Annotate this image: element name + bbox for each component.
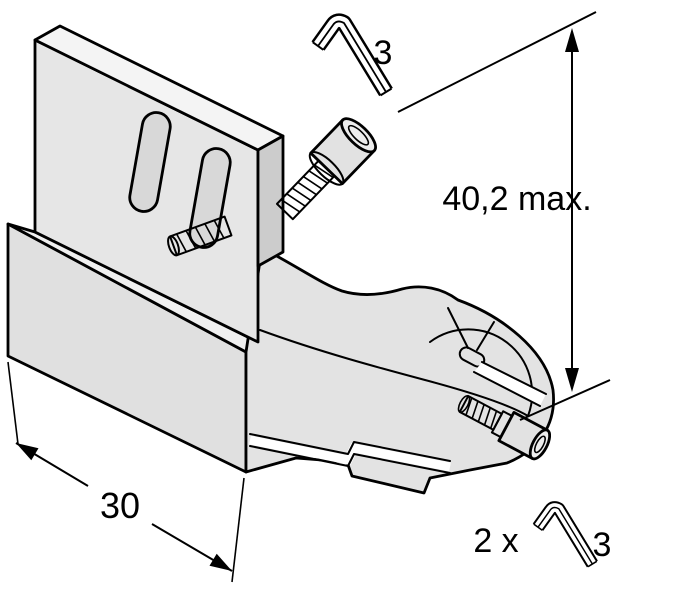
- cylinder-contour-line: [259, 329, 529, 417]
- plate-side-face: [256, 134, 285, 268]
- clamp-block: [244, 246, 555, 495]
- bracket-body: [6, 24, 555, 495]
- slit-channel-edge: [481, 361, 547, 395]
- slotted-hole: [128, 111, 172, 213]
- hex-key-quantity-label: 2 x: [473, 522, 518, 560]
- socket-recess: [533, 435, 546, 454]
- top-hex-key-callout: 3: [313, 21, 393, 95]
- hex-key-icon: [534, 508, 597, 567]
- slit-channel-edge: [473, 371, 541, 407]
- socket-recess: [347, 124, 370, 146]
- extension-line: [397, 11, 597, 113]
- width-dimension: 30: [7, 361, 245, 583]
- clamp-gap-edge: [249, 445, 451, 474]
- slit-channel: [474, 362, 546, 406]
- height-dimension-label: 40,2 max.: [442, 180, 591, 218]
- arrowhead-upleft: [16, 443, 39, 461]
- threaded-stud: [167, 215, 233, 257]
- hex-key-size-label: 3: [374, 34, 393, 72]
- arrowhead-down: [565, 368, 579, 392]
- hex-key-size-label: 3: [593, 526, 612, 564]
- socket-head-screw: [275, 117, 377, 221]
- bottom-hex-key-callout: 2 x 3: [473, 508, 611, 567]
- extension-line: [519, 379, 611, 421]
- extension-line: [231, 477, 245, 583]
- height-dimension: 40,2 max.: [397, 11, 611, 421]
- width-dimension-label: 30: [100, 485, 140, 526]
- extension-line: [7, 361, 19, 445]
- clamp-gap: [249, 435, 451, 472]
- v-slit-line: [476, 321, 495, 351]
- arrowhead-up: [565, 28, 579, 52]
- clamp-gap-edge: [249, 433, 451, 462]
- v-slit-line: [447, 307, 469, 349]
- clamp-set-screw: [457, 395, 552, 461]
- arrowhead-downright: [209, 553, 232, 571]
